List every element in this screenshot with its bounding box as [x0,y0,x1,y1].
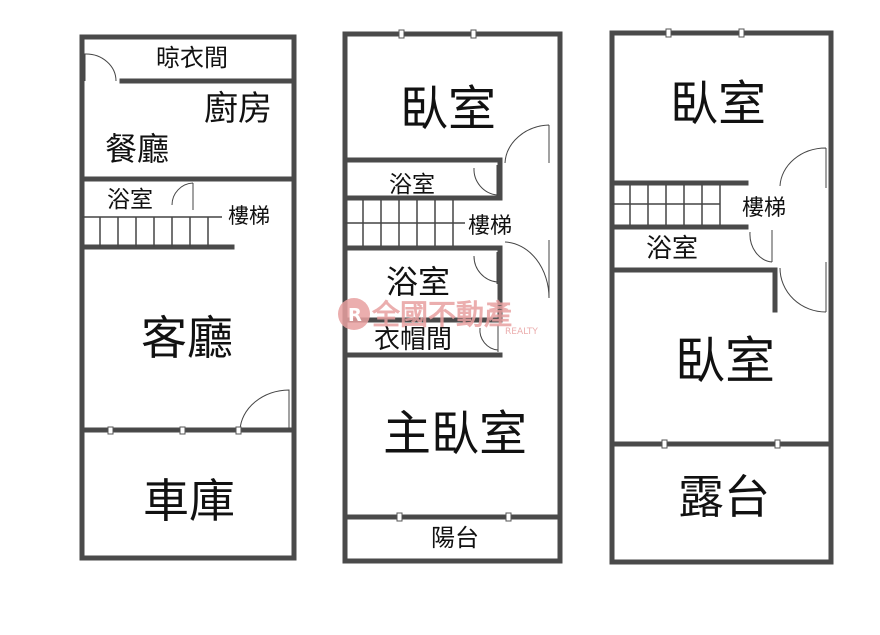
room-label-living: 客廳 [141,311,233,365]
room-label-bath-bottom: 浴室 [386,263,450,301]
room-label-bedroom: 臥室 [400,81,496,137]
watermark-sub: REALTY [505,327,538,337]
room-label-bedroom-bottom: 臥室 [675,332,775,390]
floor-3: 臥室 樓梯 浴室 臥室 露台 [609,28,834,565]
floor-1-stairs [82,216,222,247]
room-label-stairs-2: 樓梯 [468,214,512,239]
floor-2-stairs [345,200,465,246]
bath-bottom-door [473,252,498,284]
watermark-brand: 全國不動產 [371,298,512,331]
bath-door [171,182,194,210]
closet-door [479,325,499,352]
floor-3-stairs [612,185,721,225]
watermark-logo-icon [338,298,370,330]
watermark-logo-mark: R [348,305,362,326]
bath-top-door [473,165,498,196]
room-label-laundry: 晾衣間 [156,44,228,72]
room-label-bath-top: 浴室 [389,172,435,198]
floor-2: 臥室 浴室 樓梯 浴室 衣帽間 主臥室 陽台 [342,29,563,564]
room-label-kitchen: 廚房 [204,89,272,129]
bedroom-door [504,124,550,164]
room-label-stairs: 樓梯 [228,204,270,228]
watermark: R 全國不動產 REALTY [338,298,538,337]
bath-door-3 [749,230,773,263]
room-label-closet: 衣帽間 [374,325,452,355]
laundry-door [84,53,117,82]
room-label-master: 主臥室 [383,406,527,462]
room-label-stairs-3: 樓梯 [742,196,786,221]
room-label-bedroom-top: 臥室 [670,76,766,132]
room-label-bath-3: 浴室 [646,234,698,264]
garage-entry-door [239,389,290,431]
room-label-balcony: 陽台 [431,524,479,552]
floor-1: 晾衣間 廚房 餐廳 浴室 樓梯 客廳 車庫 [79,34,297,561]
room-label-bath: 浴室 [107,187,153,213]
stair-door [504,240,550,299]
floor-1-outline [79,34,297,561]
bedroom-bottom-door [779,262,827,313]
room-label-dining: 餐廳 [105,130,169,168]
room-label-terrace: 露台 [678,470,770,524]
room-label-garage: 車庫 [143,474,235,528]
bedroom-top-door [779,147,827,188]
